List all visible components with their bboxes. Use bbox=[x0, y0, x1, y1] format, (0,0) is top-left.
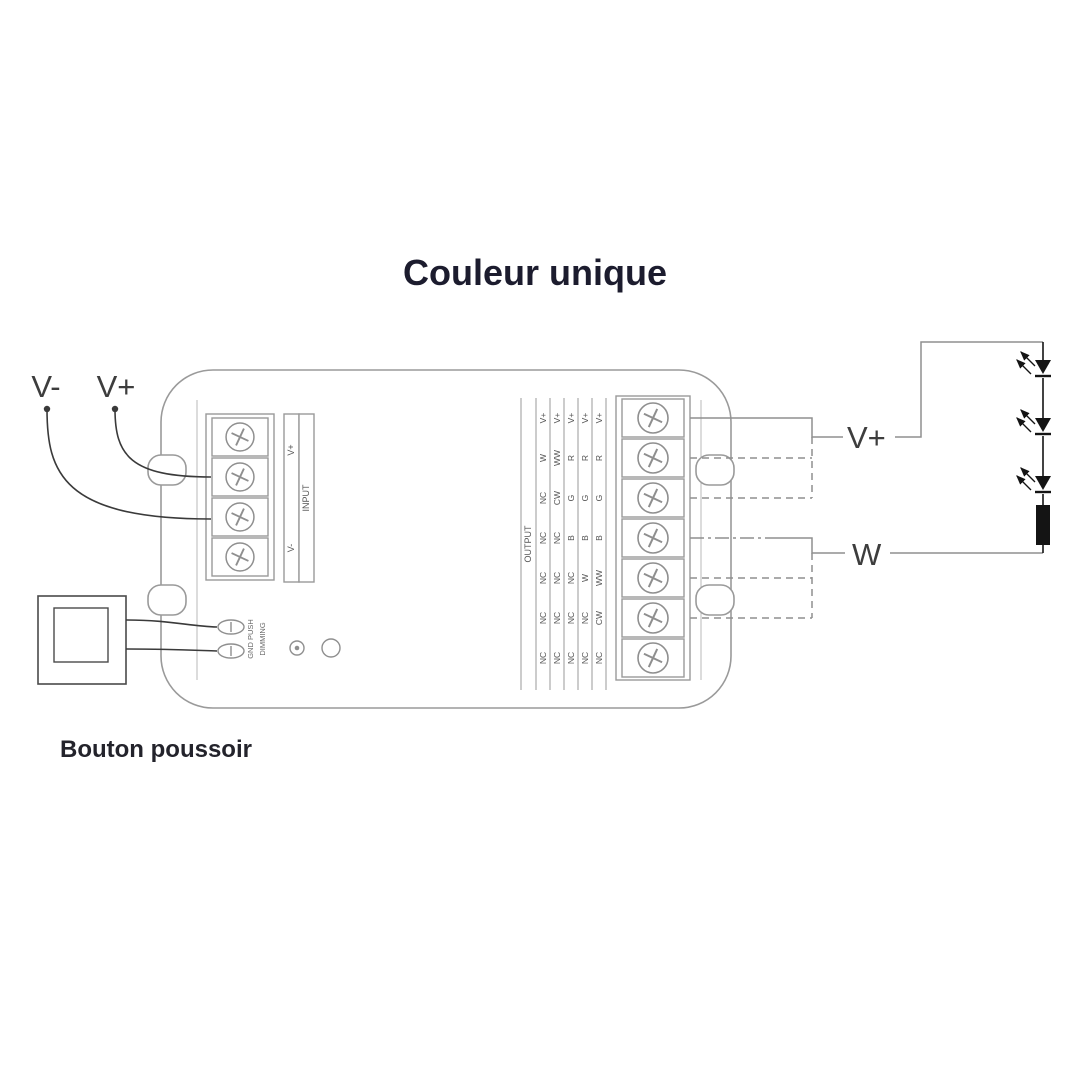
output-terminal-screw-icon bbox=[637, 642, 669, 674]
push-button-label: Bouton poussoir bbox=[60, 736, 252, 763]
reset-button bbox=[321, 638, 341, 658]
mounting-tab bbox=[695, 584, 735, 616]
output-vplus-label: V+ bbox=[847, 420, 886, 455]
pin-label: NC bbox=[538, 572, 548, 584]
pin-label: NC bbox=[538, 492, 548, 504]
pin-label: W bbox=[538, 454, 548, 462]
pin-label: NC bbox=[566, 572, 576, 584]
mounting-tab bbox=[147, 454, 187, 486]
dimming-terminals: GND PUSH DIMMING bbox=[217, 619, 341, 659]
pin-label: NC bbox=[552, 652, 562, 664]
pin-label: CW bbox=[594, 611, 604, 625]
led-symbol bbox=[1016, 467, 1051, 494]
led-emission-arrow-icon bbox=[1016, 475, 1032, 491]
wire-vplus-to-led bbox=[895, 341, 1043, 438]
input-label: INPUT bbox=[301, 484, 311, 512]
pin-label: NC bbox=[580, 652, 590, 664]
pin-label: NC bbox=[552, 612, 562, 624]
wire-vminus bbox=[46, 408, 212, 520]
pin-label: NC bbox=[538, 532, 548, 544]
gnd-push-label: GND PUSH bbox=[246, 619, 255, 659]
input-label-strip bbox=[283, 413, 300, 583]
pin-label: V+ bbox=[594, 413, 604, 424]
pin-label: B bbox=[580, 535, 590, 541]
pin-label: R bbox=[580, 455, 590, 461]
pin-label: WW bbox=[594, 570, 604, 586]
pin-label: NC bbox=[538, 612, 548, 624]
pin-label: V+ bbox=[580, 413, 590, 424]
push-button-key bbox=[53, 607, 109, 663]
mounting-tab bbox=[695, 454, 735, 486]
output-terminal-screw-icon bbox=[637, 482, 669, 514]
pin-label: V+ bbox=[566, 413, 576, 424]
pin-label: NC bbox=[566, 652, 576, 664]
wire-output-w bbox=[770, 537, 845, 554]
indicator-led-dot bbox=[294, 645, 300, 651]
pin-label: V+ bbox=[552, 413, 562, 424]
pin-label: G bbox=[580, 495, 590, 502]
pin-label: WW bbox=[552, 450, 562, 466]
pin-label: B bbox=[566, 535, 576, 541]
pin-label: NC bbox=[552, 572, 562, 584]
pin-label: CW bbox=[552, 491, 562, 505]
input-terminal-screw-icon bbox=[225, 422, 255, 452]
output-terminal-screw-icon bbox=[637, 402, 669, 434]
mounting-tab bbox=[147, 584, 187, 616]
pin-label: NC bbox=[538, 652, 548, 664]
power-input-wiring bbox=[43, 405, 212, 520]
vminus-label: V- bbox=[31, 369, 60, 404]
output-terminal-screw-icon bbox=[637, 522, 669, 554]
led-symbol bbox=[1016, 409, 1051, 436]
output-terminal-screw-icon bbox=[637, 562, 669, 594]
push-button bbox=[37, 595, 218, 685]
pin-label: W bbox=[580, 574, 590, 582]
led-emission-arrow-icon bbox=[1020, 351, 1036, 367]
led-emission-arrow-icon bbox=[1020, 467, 1036, 483]
pin-label: NC bbox=[580, 612, 590, 624]
input-label-strip bbox=[298, 413, 315, 583]
led-symbol bbox=[1016, 351, 1051, 378]
input-terminal-block: V+ V- INPUT bbox=[205, 413, 315, 583]
wire-push-2 bbox=[125, 648, 218, 652]
pin-label: NC bbox=[566, 612, 576, 624]
pin-label: B bbox=[594, 535, 604, 541]
diagram-title: Couleur unique bbox=[403, 252, 667, 293]
input-terminal-screw-icon bbox=[225, 542, 255, 572]
pin-label: G bbox=[594, 495, 604, 502]
pin-label: V+ bbox=[538, 413, 548, 424]
input-vplus-label: V+ bbox=[286, 444, 296, 455]
output-pin-table: OUTPUT V+ V+ V+ V+ V+ W WW R R R NC CW G… bbox=[520, 398, 607, 690]
wire-output-vplus bbox=[690, 417, 843, 438]
output-terminal-block bbox=[615, 395, 691, 681]
output-wiring bbox=[690, 341, 1043, 619]
resistor-symbol bbox=[1036, 505, 1050, 545]
pin-label: R bbox=[594, 455, 604, 461]
wire-push-1 bbox=[125, 619, 218, 628]
pin-label: NC bbox=[552, 532, 562, 544]
led-strip-symbol bbox=[1016, 342, 1051, 553]
vplus-label: V+ bbox=[97, 369, 136, 404]
output-w-label: W bbox=[852, 537, 882, 572]
output-terminal-screw-icon bbox=[637, 602, 669, 634]
input-vminus-label: V- bbox=[286, 544, 296, 553]
led-emission-arrow-icon bbox=[1016, 359, 1032, 375]
pin-label: NC bbox=[594, 652, 604, 664]
wire-vplus bbox=[114, 408, 212, 478]
pin-label: R bbox=[566, 455, 576, 461]
input-terminal-screw-icon bbox=[225, 502, 255, 532]
pin-label: G bbox=[566, 495, 576, 502]
output-label: OUTPUT bbox=[523, 525, 533, 563]
dimming-label: DIMMING bbox=[258, 622, 267, 655]
output-terminal-screw-icon bbox=[637, 442, 669, 474]
led-emission-arrow-icon bbox=[1016, 417, 1032, 433]
input-terminal-screw-icon bbox=[225, 462, 255, 492]
led-emission-arrow-icon bbox=[1020, 409, 1036, 425]
